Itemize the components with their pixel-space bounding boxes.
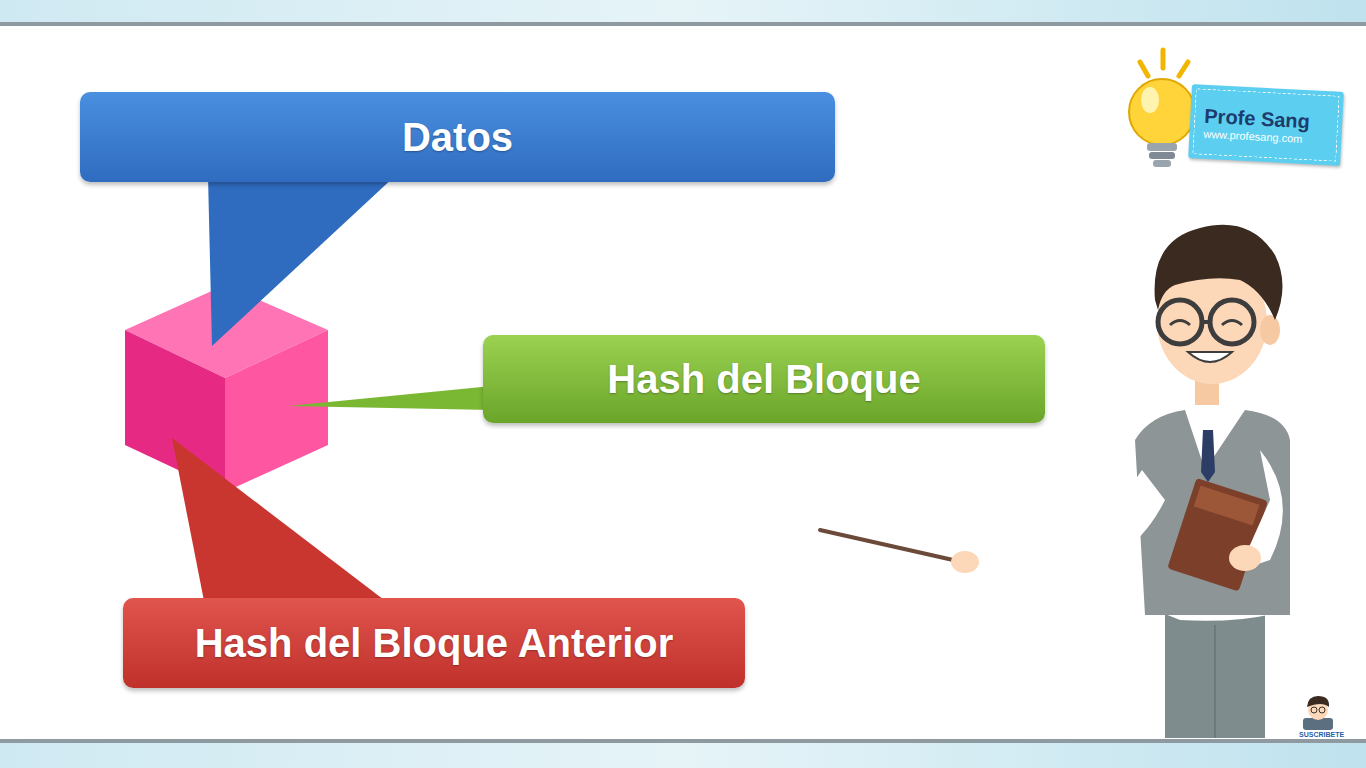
top-band [0,0,1366,23]
teacher-figure [820,225,1315,738]
subscribe-icon [1303,696,1333,730]
node-title: Hash del Bloque [607,357,920,402]
data-callout: Datos [80,92,835,182]
hash-callout: Hash del Bloque [483,335,1045,423]
lightbulb-icon [1129,50,1195,167]
callout-tail [208,176,395,346]
logo-tag: Profe Sangwww.profesang.com [1188,84,1344,166]
node-title: Hash del Bloque Anterior [195,621,674,666]
callout-tail [172,438,392,606]
bottom-band [0,742,1366,768]
prev-hash-callout: Hash del Bloque Anterior [123,598,745,688]
callout-tail [288,386,492,410]
node-title: Datos [402,115,513,160]
subscribe-label: SUSCRIBETE [1298,731,1345,738]
top-rule [0,22,1366,26]
bottom-rule [0,739,1366,743]
